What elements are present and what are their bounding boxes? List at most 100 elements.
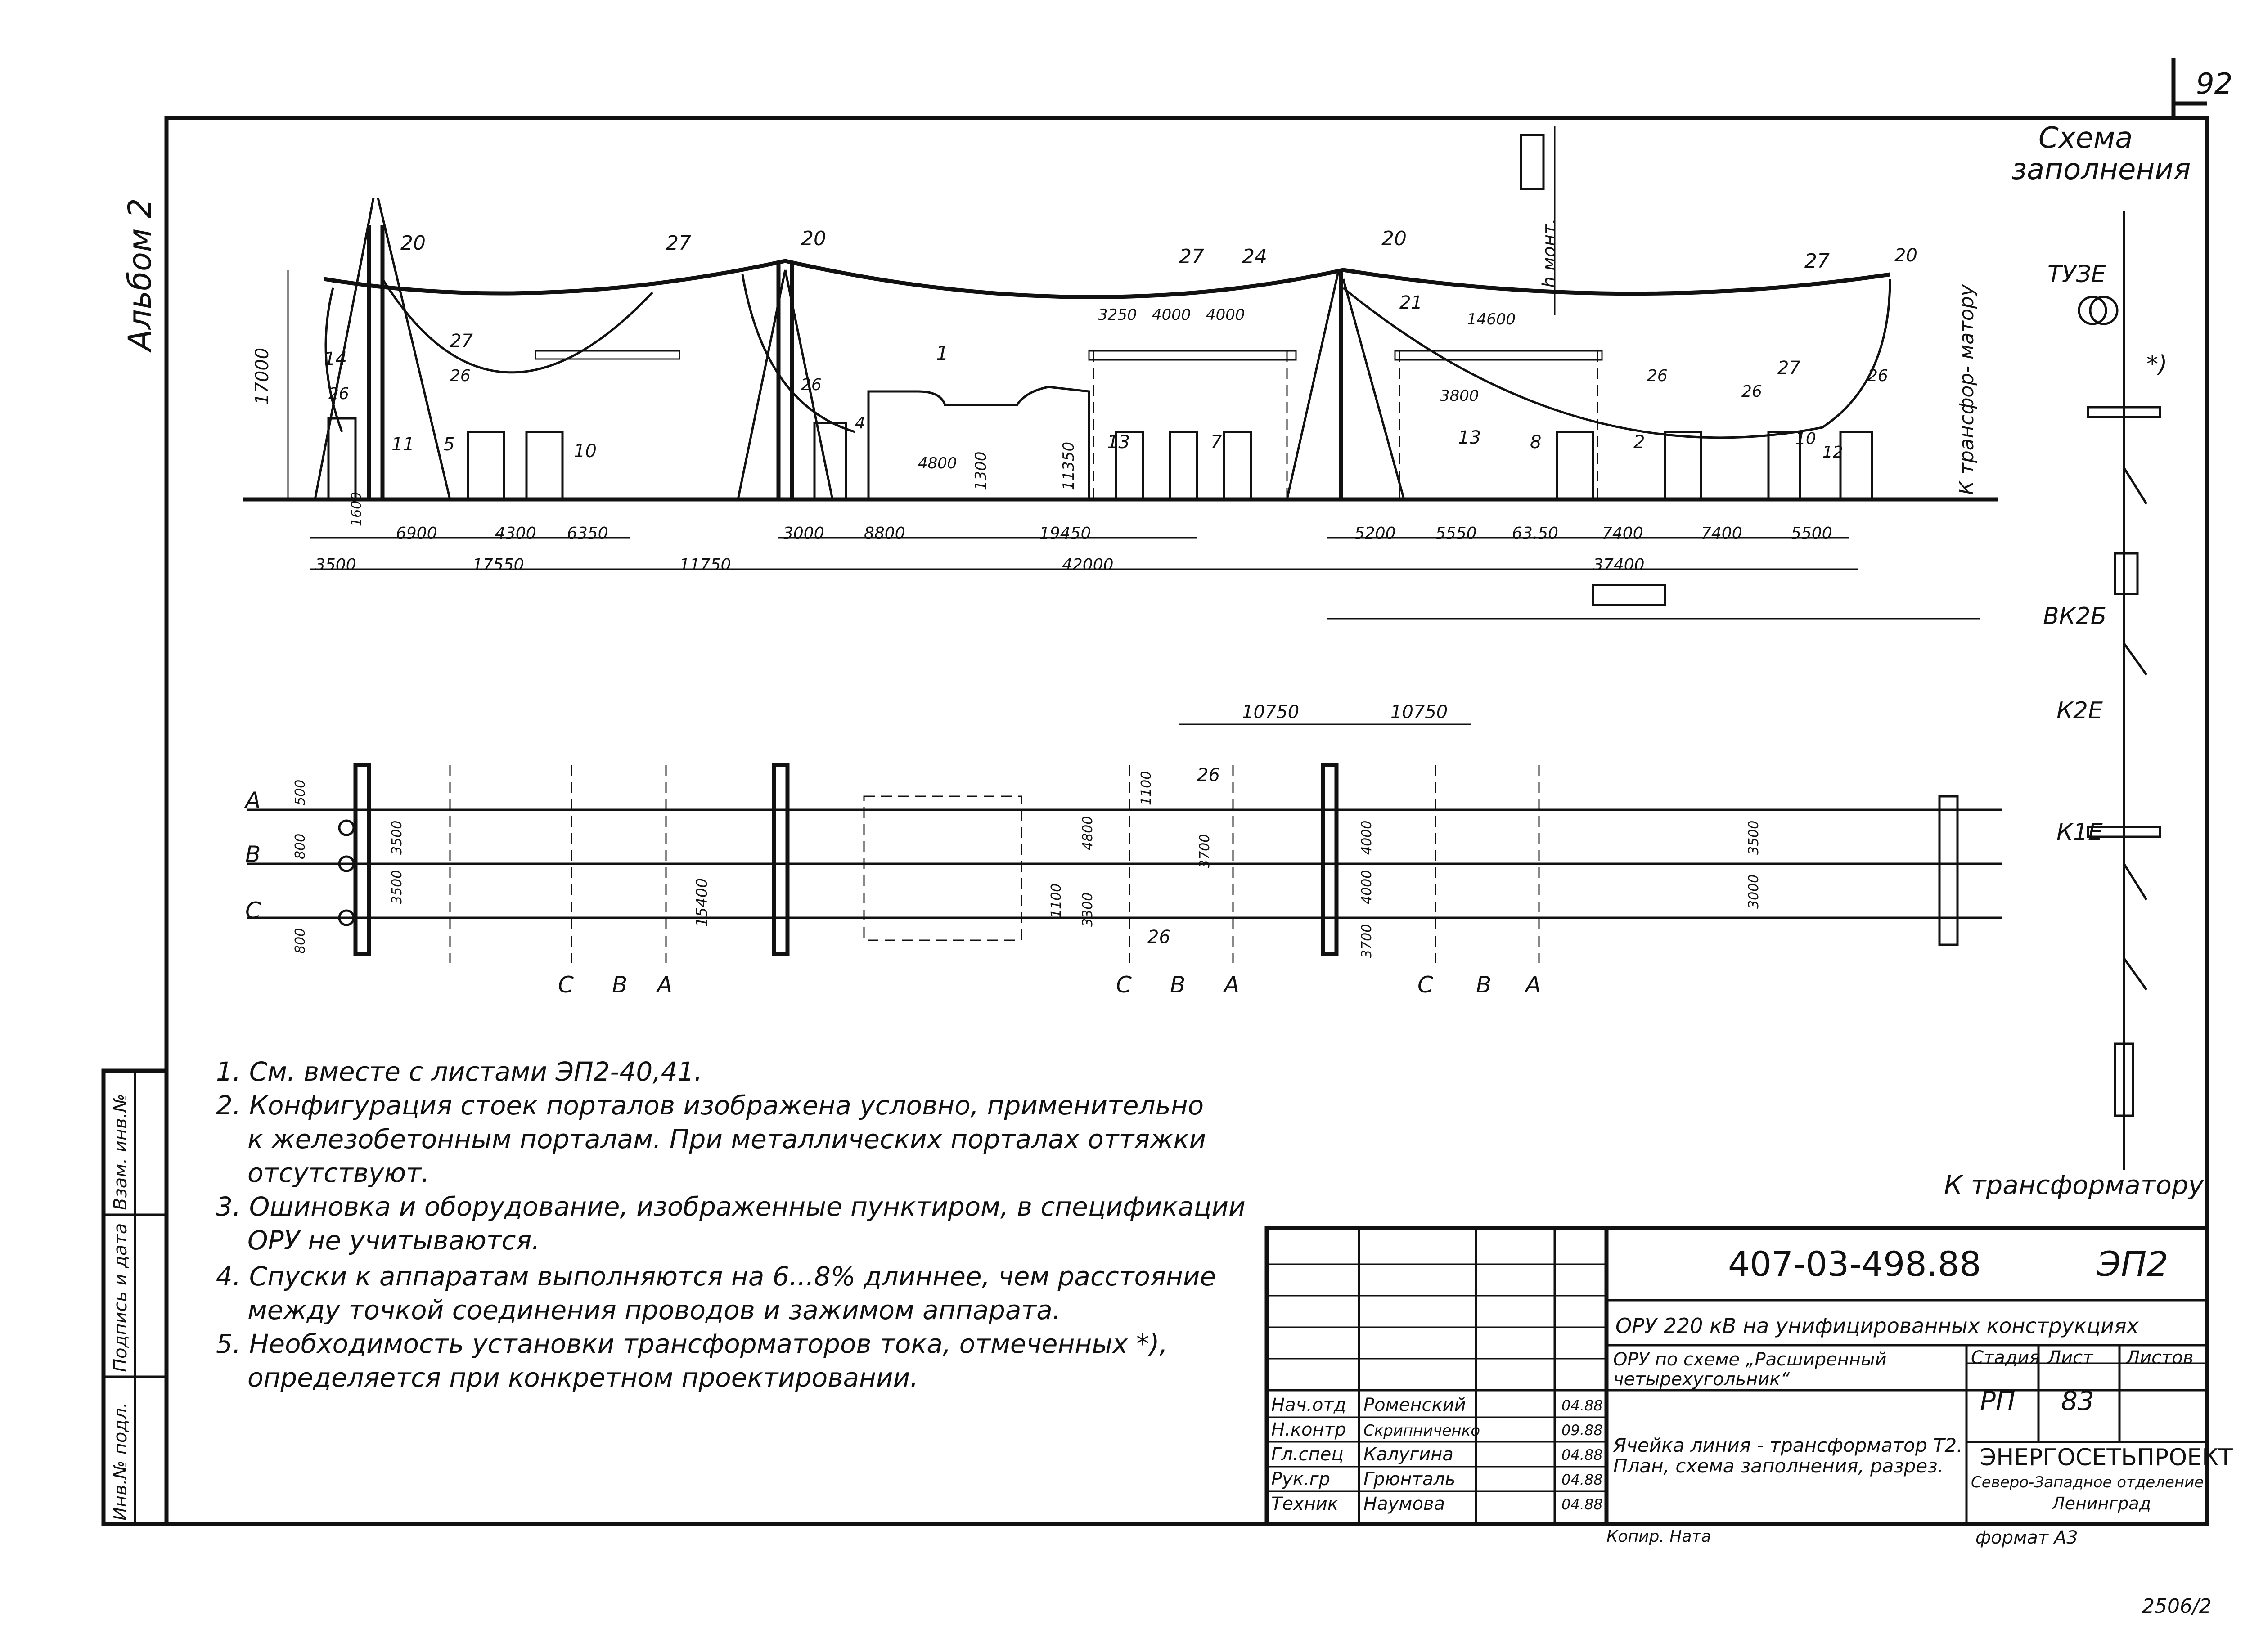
note-2-cont: к железобетонным порталам. При металличе…	[248, 1124, 1206, 1154]
callout-27a: 27	[666, 232, 691, 255]
tb-name-3: Калугина	[1364, 1444, 1454, 1465]
label-vk2b: ВК2Б	[2043, 603, 2107, 630]
album-label: Альбом 2	[122, 198, 158, 351]
callout-24: 24	[1242, 245, 1267, 268]
tb-sheet-header: Лист	[2048, 1347, 2093, 1368]
sheet-number: 92	[2196, 67, 2233, 101]
callout-10a: 10	[574, 441, 597, 462]
plan-dim-3700b: 3700	[1359, 924, 1375, 958]
hmont-box	[1520, 134, 1545, 190]
tb-org2: Северо-Западное отделение	[1971, 1473, 2204, 1491]
callout-11: 11	[392, 434, 414, 455]
tb-project: ОРУ 220 кВ на унифицированных конструкци…	[1616, 1314, 2139, 1338]
plan-dim-3000: 3000	[1746, 874, 1762, 909]
dim-7400a: 7400	[1602, 524, 1643, 543]
apparatus-4	[813, 422, 847, 501]
plan-letter-b1: В	[612, 972, 628, 998]
plan-letter-c3: С	[1418, 972, 1433, 998]
tb-sheet-code: ЭП2	[2097, 1244, 2169, 1284]
plan-portal-4	[1938, 795, 1959, 946]
dim-37400: 37400	[1593, 556, 1645, 574]
switch-1	[2123, 467, 2148, 505]
dim-5550: 5550	[1436, 524, 1477, 543]
plan-phase-c: С	[245, 898, 261, 924]
callout-20a: 20	[400, 232, 426, 255]
callout-26b: 26	[450, 367, 471, 385]
drop-conductor-2	[741, 274, 855, 433]
dim-box	[1592, 584, 1666, 606]
scheme-title-1: Схема	[2038, 121, 2133, 155]
portal-brace-3	[1286, 269, 1340, 500]
plan-dim-10750a: 10750	[1242, 702, 1300, 723]
tb-date-3: 04.88	[1562, 1446, 1603, 1463]
dim-6350: 6350	[567, 524, 608, 543]
callout-27e: 27	[1778, 358, 1800, 378]
plan-dim-1100b: 1100	[1138, 771, 1154, 805]
bus-frame-2	[1394, 350, 1603, 361]
plan-letter-b2: В	[1170, 972, 1186, 998]
dim-1600: 1600	[349, 492, 364, 526]
callout-26e: 26	[1742, 382, 1762, 401]
plan-phase-b: В	[245, 841, 261, 867]
callout-13a: 13	[1107, 432, 1130, 453]
plan-portal-1	[353, 763, 371, 956]
apparatus-10	[1767, 431, 1801, 501]
apparatus-6	[1169, 431, 1198, 501]
note-3: 3. Ошиновка и оборудование, изображенные…	[216, 1191, 1246, 1222]
plan-dim-1100a: 1100	[1048, 883, 1064, 918]
portal-brace-1b	[377, 198, 451, 500]
note-3-cont: ОРУ не учитываются.	[248, 1225, 540, 1256]
callout-26a: 26	[328, 385, 349, 403]
apparatus-8	[1556, 431, 1594, 501]
callout-10b: 10	[1796, 430, 1816, 448]
scheme-title-2: заполнения	[2012, 153, 2191, 186]
apparatus-group	[327, 417, 1873, 501]
callout-4: 4	[855, 414, 865, 432]
dim-19450: 19450	[1040, 524, 1091, 543]
note-4: 4. Спуски к аппаратам выполняются на 6..…	[216, 1261, 1216, 1292]
label-k1e: К1Е	[2056, 819, 2103, 846]
label-to-transformer: К трансформатору	[1944, 1170, 2204, 1200]
callout-14: 14	[324, 349, 347, 369]
portal-brace-2	[737, 269, 787, 500]
apparatus-3	[525, 431, 564, 501]
callout-21: 21	[1400, 292, 1422, 313]
callout-27d: 27	[450, 331, 473, 351]
label-tuze: ТУЗЕ	[2048, 261, 2106, 288]
dim-4300: 4300	[495, 524, 536, 543]
callout-8: 8	[1530, 432, 1542, 453]
plan-letter-a1: А	[657, 972, 673, 998]
plan-callout-26a: 26	[1197, 765, 1220, 786]
plan-dim-3500a: 3500	[389, 820, 405, 855]
plan-dim-15400: 15400	[693, 878, 711, 927]
tb-sheets-header: Листов	[2126, 1347, 2194, 1368]
drawing-frame	[164, 116, 2210, 1526]
dim-42000: 42000	[1062, 556, 1114, 574]
scheme-breaker	[2114, 552, 2139, 595]
tb-date-5: 04.88	[1562, 1496, 1603, 1513]
plan-letter-c2: С	[1116, 972, 1132, 998]
footer-number: 2506/2	[2142, 1595, 2212, 1618]
tb-name-4: Грюнталь	[1364, 1469, 1456, 1490]
portal-brace-2b	[784, 269, 834, 500]
dim-7400b: 7400	[1701, 524, 1742, 543]
tb-role-3: Гл.спец	[1271, 1444, 1344, 1465]
callout-20c: 20	[1382, 227, 1407, 250]
stamp-podpis: Подпись и дата	[110, 1223, 131, 1372]
title-block-lines	[1264, 1226, 2210, 1526]
tb-copied: Копир. Ната	[1606, 1527, 1711, 1546]
drop-conductor-4	[324, 287, 343, 432]
dim-4000a: 4000	[1152, 306, 1191, 324]
portal-brace-1	[314, 198, 375, 500]
tb-org3: Ленинград	[2052, 1494, 2151, 1513]
plan-dim-3300: 3300	[1080, 892, 1096, 927]
tb-drawing: Ячейка линия - трансформатор Т2. План, с…	[1613, 1434, 1963, 1477]
drop-conductor-1	[381, 278, 653, 374]
callout-27b: 27	[1179, 245, 1204, 268]
plan-view	[248, 723, 2002, 963]
plan-portal-2	[772, 763, 790, 956]
tb-role-1: Нач.отд	[1271, 1395, 1346, 1415]
dim-3500: 3500	[315, 556, 356, 574]
callout-20d: 20	[1894, 245, 1917, 266]
note-5-cont: определяется при конкретном проектирован…	[248, 1362, 918, 1393]
